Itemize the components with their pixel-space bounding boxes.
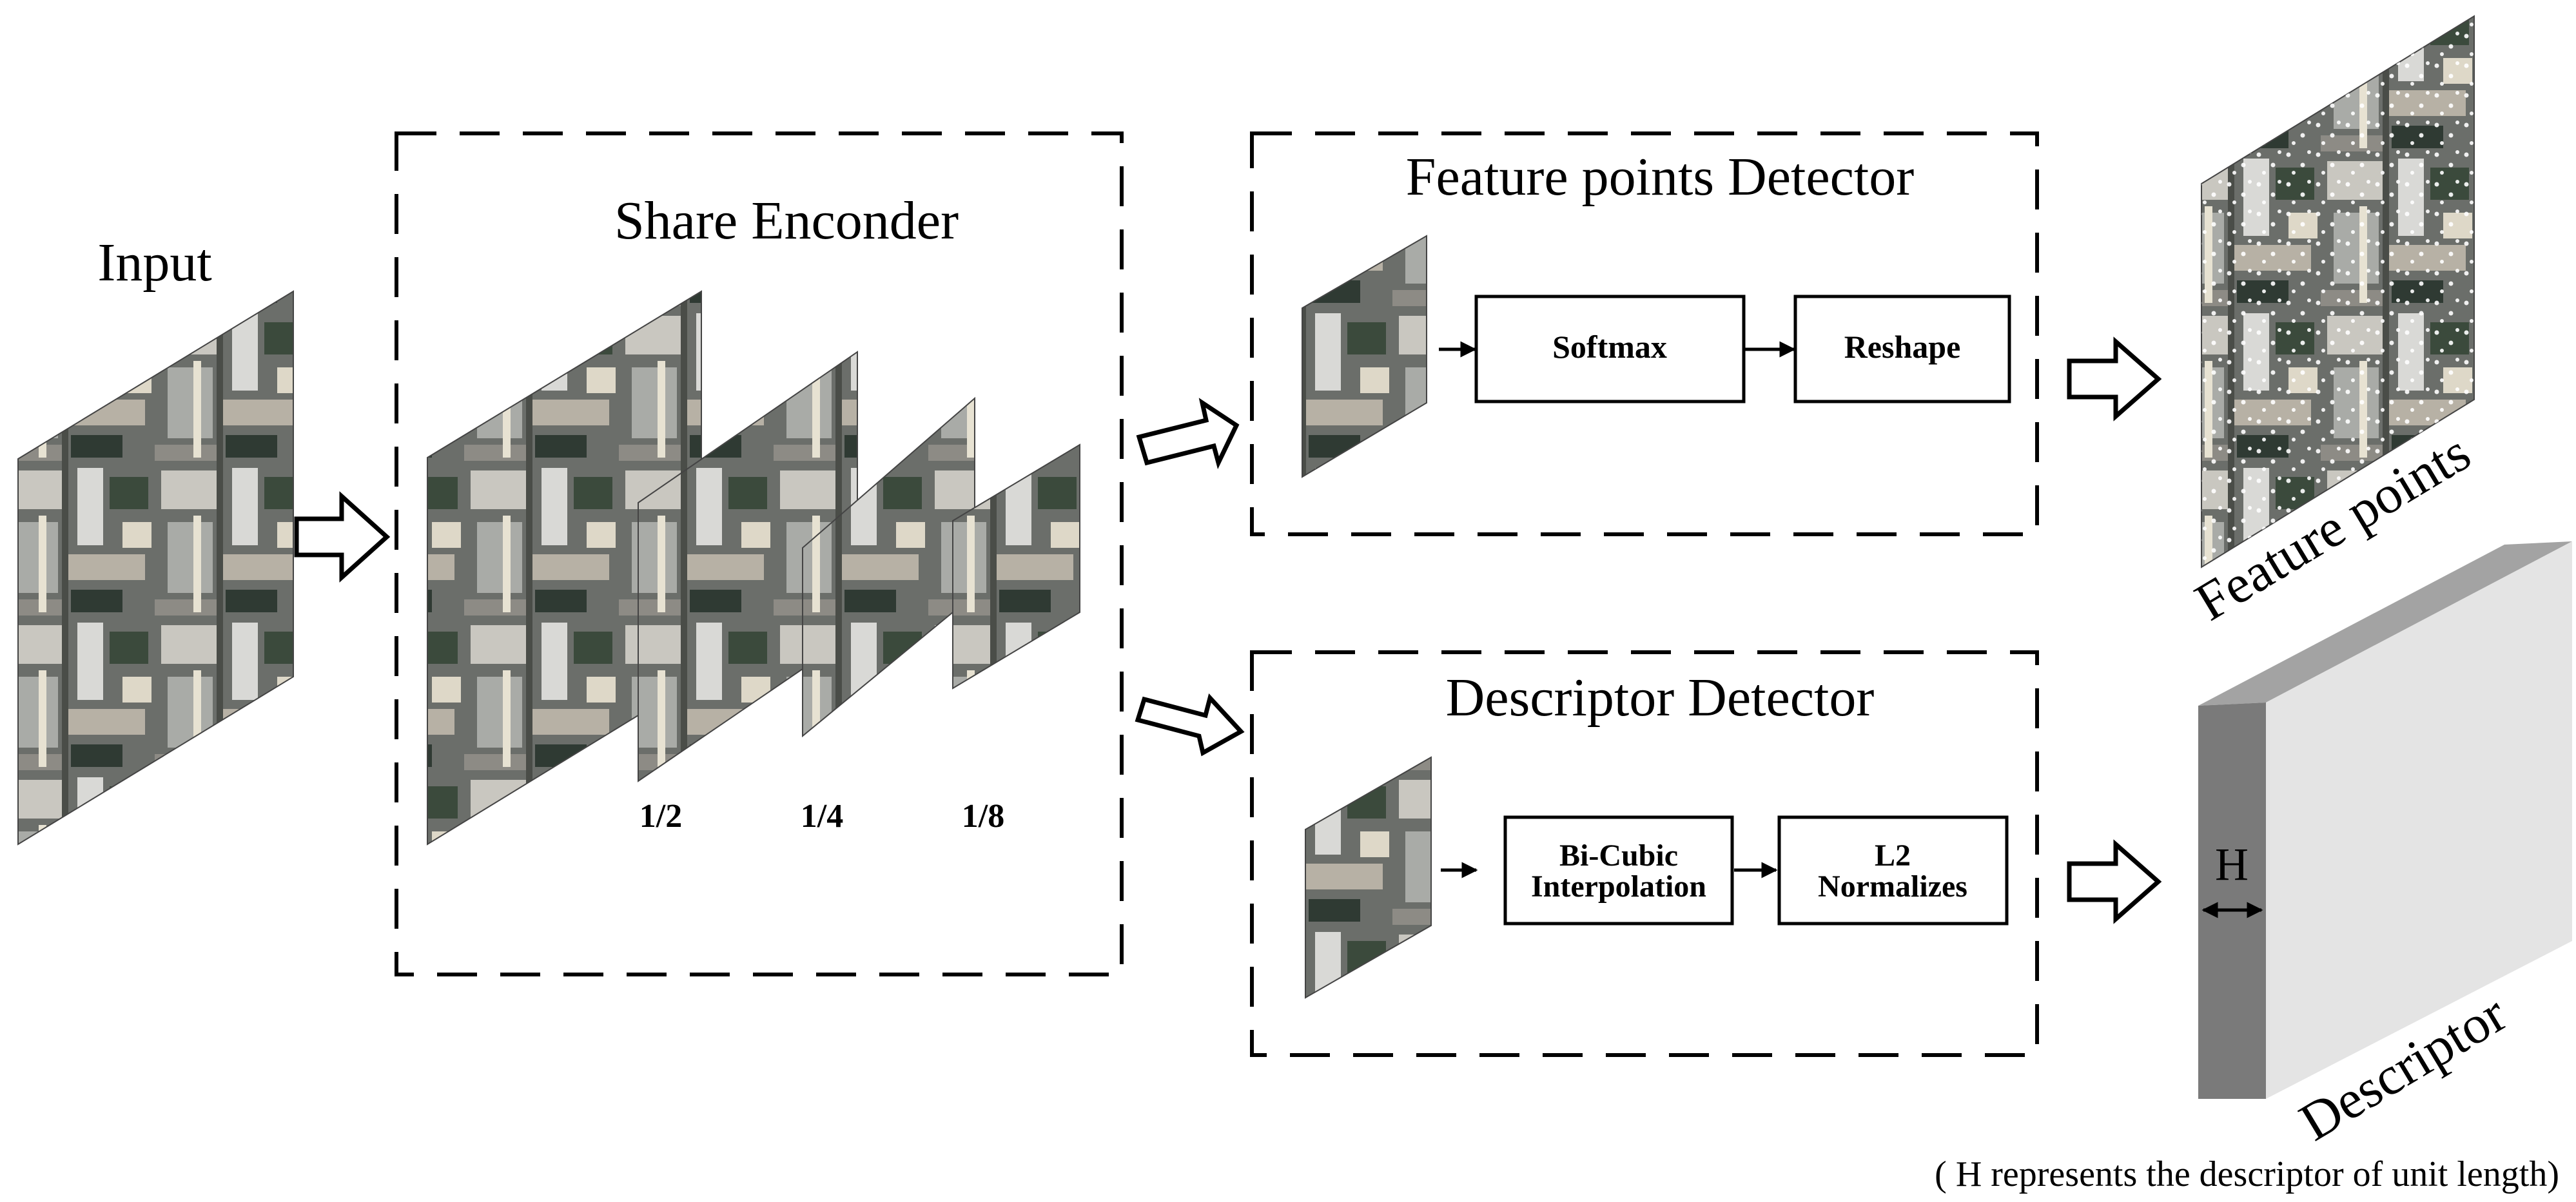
bicubic-label-line2: Interpolation xyxy=(1531,869,1706,904)
descriptor-output: H Descriptor xyxy=(2198,541,2572,1152)
feature-map-eighth xyxy=(952,443,1080,690)
share-encoder-box: Share Enconder 1/2 1/4 1/8 xyxy=(395,131,1124,976)
softmax-box xyxy=(1474,295,1746,403)
l2-normalize-box xyxy=(1777,815,2009,926)
arrow-encoder-to-feature-detector xyxy=(1136,398,1240,469)
feature-detector-title: Feature points Detector xyxy=(1406,147,1914,207)
bicubic-label-line1: Bi-Cubic xyxy=(1559,838,1678,873)
feature-points-dots xyxy=(2201,16,2474,567)
l2-label-line1: L2 xyxy=(1875,838,1911,873)
scale-label-half: 1/2 xyxy=(639,798,682,835)
arrow-encoder-to-descriptor-detector xyxy=(1135,693,1245,757)
descriptor-side-face xyxy=(2266,541,2572,1099)
feature-detector-input-map xyxy=(1302,235,1427,478)
descriptor-top-face xyxy=(2198,541,2572,706)
arrow-to-descriptor xyxy=(2067,839,2162,924)
input-label: Input xyxy=(97,233,211,293)
input-image xyxy=(17,290,294,846)
bicubic-box xyxy=(1503,815,1734,926)
feature-points-output: Feature points xyxy=(2185,15,2481,632)
descriptor-detector-input-map xyxy=(1305,756,1432,999)
arrow-to-feature-points xyxy=(2067,336,2162,422)
input-stage: Input xyxy=(17,233,294,846)
feature-detector-box: Feature points Detector Softmax Reshape xyxy=(1250,131,2039,536)
l2-label-line2: Normalizes xyxy=(1818,869,1967,904)
encoder-title: Share Enconder xyxy=(614,191,959,251)
scale-label-eighth: 1/8 xyxy=(962,798,1004,835)
reshape-label: Reshape xyxy=(1844,329,1961,365)
softmax-label: Softmax xyxy=(1552,329,1667,365)
scale-label-quarter: 1/4 xyxy=(801,798,843,835)
descriptor-detector-title: Descriptor Detector xyxy=(1446,668,1875,728)
arrow-input-to-encoder xyxy=(294,491,391,583)
descriptor-front-face xyxy=(2198,703,2266,1099)
descriptor-detector-box: Descriptor Detector Bi-Cubic Interpolati… xyxy=(1250,650,2039,1057)
reshape-box xyxy=(1793,295,2011,403)
footnote: ( H represents the descriptor of unit le… xyxy=(1935,1154,2559,1194)
height-symbol: H xyxy=(2215,838,2249,890)
